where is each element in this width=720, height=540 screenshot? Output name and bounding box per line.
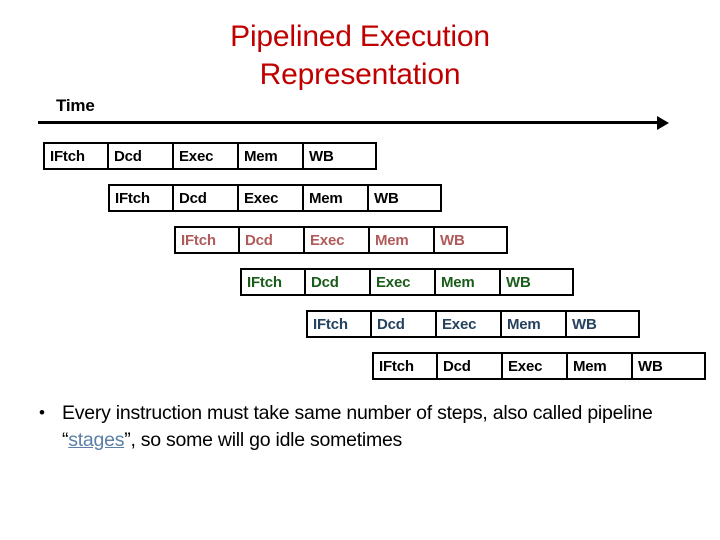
pipeline-stage-cell: Mem (436, 270, 501, 294)
pipeline-stage-cell: WB (572, 315, 597, 333)
page-title: Pipelined Execution Representation (230, 20, 490, 91)
pipeline-stage-cell: IFtch (374, 354, 438, 378)
pipeline-stage-cell: Exec (239, 186, 304, 210)
pipeline-stage-cell: IFtch (242, 270, 306, 294)
pipeline-stage-cell: IFtch (308, 312, 372, 336)
bullet-text-before-link: Every instruction must take same number … (62, 402, 653, 451)
pipeline-stage-cell: Exec (174, 144, 239, 168)
pipeline-stage-cell: WB (309, 147, 334, 165)
pipeline-stage-cell: Exec (305, 228, 370, 252)
bullet-text-after-link: ”, so some will go idle sometimes (124, 429, 403, 451)
time-axis-line (38, 121, 660, 124)
pipeline-stage-cell: WB (506, 273, 531, 291)
pipeline-stage-cell: Exec (437, 312, 502, 336)
stages-hyperlink[interactable]: stages (68, 429, 125, 451)
bullet-marker-icon: • (39, 403, 45, 422)
pipeline-stage-cell: IFtch (45, 144, 109, 168)
pipeline-stage-cell: Dcd (306, 270, 371, 294)
body-text: • Every instruction must take same number… (30, 400, 700, 454)
arrow-right-icon (657, 115, 669, 130)
pipeline-stage-cell: Dcd (109, 144, 174, 168)
bullet-item: • Every instruction must take same number… (30, 400, 700, 454)
pipeline-stage-cell: Mem (239, 144, 304, 168)
time-axis-label: Time (56, 96, 95, 115)
pipeline-stage-cell: Exec (371, 270, 436, 294)
pipeline-stage-cell: Mem (502, 312, 567, 336)
pipeline-stage-cell: WB (638, 357, 663, 375)
pipeline-stage-cell: Dcd (372, 312, 437, 336)
pipeline-stage-cell: Mem (370, 228, 435, 252)
time-axis: Time (0, 96, 720, 130)
pipeline-stage-cell: WB (374, 189, 399, 207)
pipeline-stage-cell: WB (440, 231, 465, 249)
pipeline-stage-cell: Mem (568, 354, 633, 378)
pipeline-stage-cell: IFtch (176, 228, 240, 252)
pipeline-stage-cell: IFtch (110, 186, 174, 210)
pipeline-stage-cell: Exec (503, 354, 568, 378)
pipeline-stage-cell: Mem (304, 186, 369, 210)
pipeline-stage-cell: Dcd (240, 228, 305, 252)
pipeline-stage-cell: Dcd (438, 354, 503, 378)
pipeline-stage-cell: Dcd (174, 186, 239, 210)
